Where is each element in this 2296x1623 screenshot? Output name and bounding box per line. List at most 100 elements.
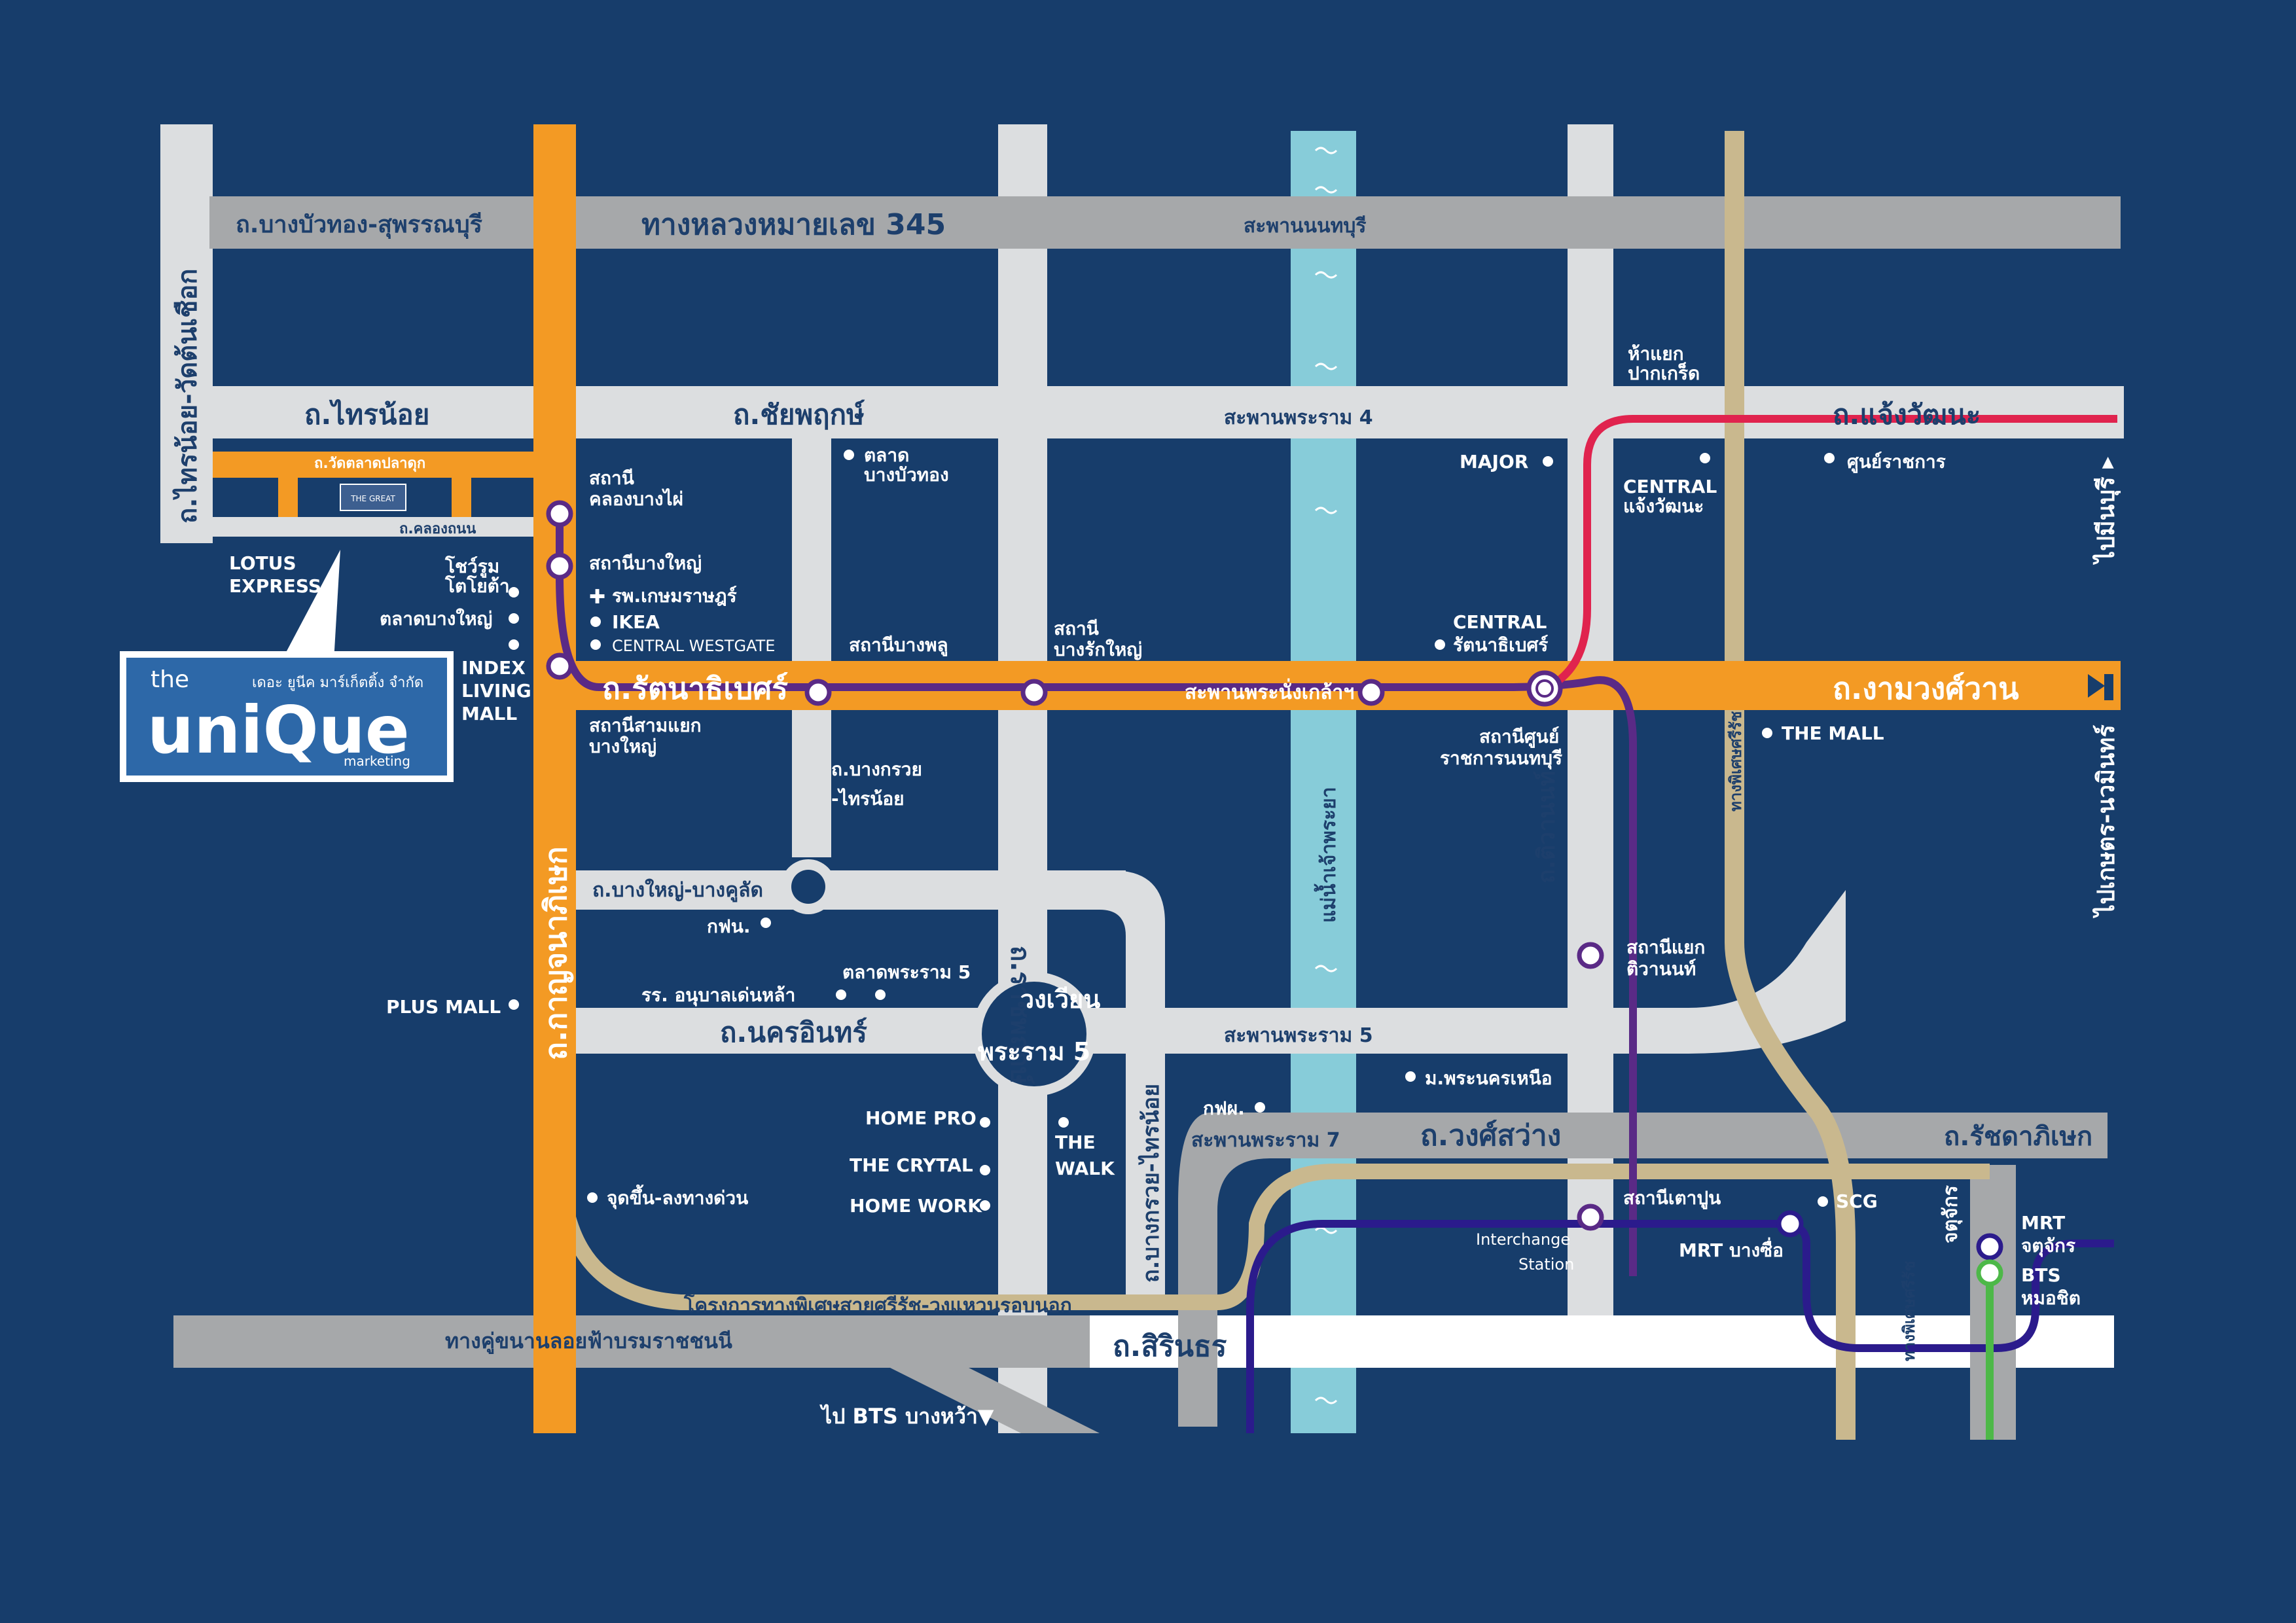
station-bang-phlu [804,679,832,706]
label-bang-kruai: ถ.บางกรวย [831,758,922,780]
logo-box [126,658,447,776]
home-pro: HOME PRO [865,1107,977,1129]
road-bang-kruai [792,438,831,857]
major: MAJOR [1460,451,1528,473]
road-stub-2 [452,478,471,517]
central-chaeng-1: CENTRAL [1623,476,1717,497]
st-chatuchak-1: MRT [2021,1212,2065,1234]
lotus-2: EXPRESS [229,575,321,597]
label-nakhon-in: ถ.นครอินทร์ [720,1016,867,1048]
label-chatuchak: จตุจักร [1939,1185,1963,1243]
home-work: HOME WORK [850,1195,982,1217]
talat-bang-bua-thong-2: บางบัวทอง [864,464,949,486]
label-chaeng-watthana: ถ.แจ้งวัฒนะ [1833,399,1981,431]
showroom-2: โตโยต้า [444,575,510,597]
st-government-2: ราชการนนทบุรี [1440,747,1562,770]
the-crytal: THE CRYTAL [850,1154,973,1176]
st-tiwanon-1: สถานีแยก [1626,936,1705,958]
the-walk-1: THE [1055,1132,1096,1153]
label-wat-talat-pla-duk: ถ.วัดตลาดปลาดุก [314,455,425,473]
hospital-icon: ✚ [589,586,605,609]
expressway-project [555,1164,1990,1310]
label-bang-kruai-2: -ไทรน้อย [831,788,905,810]
st-mo-chit-2: หมอชิต [2021,1287,2081,1309]
label-ratchaphruek: ถ.ราชพฤกษ์ [1005,946,1035,1085]
st-bang-rak-yai-1: สถานี [1054,618,1099,639]
talat-bang-bua-thong-1: ตลาด [864,444,909,466]
st-sam-yaek-1: สถานีสามแยก [589,715,702,736]
si-rat-expressway [1725,131,1856,1440]
station-bang-yai [546,552,573,580]
label-expressway-project: โครงการทางพิเศษสายศรีรัช-วงแหวนรอบนอก [683,1293,1072,1317]
st-chatuchak-2: จตุจักร [2021,1235,2075,1257]
st-tao-poon: สถานีเตาปูน [1623,1187,1721,1209]
st-bang-phlu: สถานีบางพลู [849,634,948,656]
station-government-center [1526,670,1563,707]
road-khlong-thanon [213,517,533,537]
label-wong-sawang: ถ.วงศ์สว่าง [1420,1119,1561,1152]
station-bang-sue [1776,1210,1804,1238]
chao-phraya-river [1291,131,1356,1433]
talat-bang-yai: ตลาดบางใหญ่ [380,608,492,630]
label-river: แม่น้ำเจ้าพระยา [1314,787,1340,923]
school: รร. อนุบาลเด่นหล้า [641,984,795,1007]
east-arrow-icon [2088,674,2105,698]
label-sai-noi: ถ.ไทรน้อย [304,399,429,431]
label-nonthaburi-bridge: สะพานนนทบุรี [1244,215,1367,238]
place-labels: ตลาด บางบัวทอง MAJOR CENTRAL แจ้งวัฒนะ ห… [229,343,1946,1217]
logo-brand: uniQue [147,692,410,768]
road-wong-sawang [1178,1113,2108,1427]
st-bang-yai: สถานีบางใหญ่ [589,552,702,574]
label-ratchadaphisek: ถ.รัชดาภิเษก [1944,1122,2092,1152]
the-great-label: THE GREAT [350,494,395,503]
label-ngamwongwan: ถ.งามวงศ์วาน [1833,671,2019,706]
label-bang-yai-bang-khulat: ถ.บางใหญ่-บางคูลัด [592,878,763,902]
st-khlong-bang-phai-1: สถานี [589,467,634,489]
egat1: กฟน. [707,916,751,937]
label-khlong-thanon: ถ.คลองถนน [399,521,476,537]
label-chaiyaphruek: ถ.ชัยพฤกษ์ [733,399,865,431]
the-great-building [340,484,406,511]
road-highway-345 [209,196,2121,249]
blue-line [1246,1220,2114,1433]
central-chaeng-2: แจ้งวัฒนะ [1623,495,1704,517]
logo-pointer [281,550,340,661]
label-to-bts-bang-wa: ไป BTS บางหว้า▼ [819,1404,994,1429]
logo-the: the [151,666,189,693]
label-wongwian-1: วงเวียน [1020,985,1100,1014]
road-sai-noi-wat-ton [160,124,213,543]
road-ratchaphruek [998,124,1047,1433]
station-labels: สถานี คลองบางไผ่ สถานีบางใหญ่ สถานีสามแย… [589,467,2081,1309]
road-to-bang-wa [851,1348,1100,1433]
label-phra-nang-klao: สะพานพระนั่งเกล้าฯ [1185,678,1354,704]
road-sirin [1086,1315,2114,1368]
logo-subtitle: เดอะ ยูนีค มาร์เก็ตติ้ง จำกัด [252,672,423,691]
road-chaiyaphruek [160,386,2124,438]
label-rama7-bridge: สะพานพระราม 7 [1191,1129,1340,1152]
plus-mall: PLUS MALL [386,996,501,1018]
label-sai-noi-wat-ton: ถ.ไทรน้อย-วัดต้นเชือก [172,268,203,524]
st-khlong-bang-phai-2: คลองบางไผ่ [589,488,683,510]
the-walk-2: WALK [1055,1158,1115,1179]
place-markers [509,450,1835,1211]
label-to-min-buri: ไปมีนบุรี ▸ [2092,457,2121,565]
label-sirin: ถ.สิรินธร [1113,1330,1227,1363]
expressway-in-out: จุดขึ้น-ลงทางด่วน [607,1184,748,1209]
label-si-rat-1: ทางพิเศษศรีรัช [1727,711,1745,812]
label-bang-bua-thong: ถ.บางบัวทอง-สุพรรณบุรี [236,211,483,240]
label-tiwanon: ถ.ติวานนท์ [1533,771,1560,883]
label-highway-345: ทางหลวงหมายเลข 345 [641,208,946,241]
label-borommaratchachonnani: ทางคู่ขนานลอยฟ้าบรมราชชนนี [445,1329,732,1355]
st-government-1: สถานีศูนย์ [1479,726,1559,748]
st-interchange-2: Station [1518,1255,1574,1274]
st-bang-sue: MRT บางซื่อ [1679,1237,1784,1261]
ha-yaek-2: ปากเกร็ด [1628,362,1700,384]
st-mo-chit-1: BTS [2021,1264,2061,1286]
label-bang-kruai-v: ถ.บางกรวย-ไทรน้อย [1138,1084,1164,1283]
central-rattana-1: CENTRAL [1453,611,1547,633]
road-bang-kruai-sai-noi-v [1073,870,1165,1302]
road-bang-yai-bang-khulat [563,870,1126,910]
st-bang-rak-yai-2: บางรักใหญ่ [1054,639,1142,660]
station-khlong-bang-phai [546,500,573,527]
